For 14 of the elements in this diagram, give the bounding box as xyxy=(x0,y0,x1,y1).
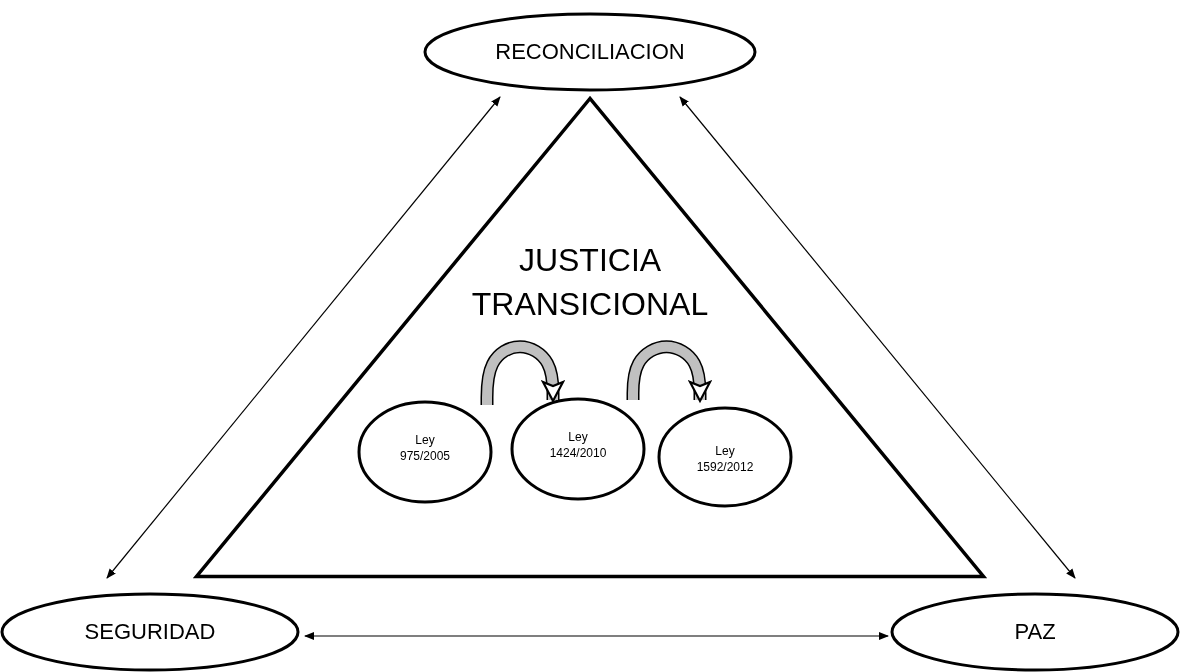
oval-node xyxy=(890,592,1180,672)
oval-node xyxy=(510,397,646,501)
oval-node xyxy=(357,400,493,504)
node-label: PAZ xyxy=(1014,617,1056,646)
oval-node xyxy=(657,406,793,508)
node-label: RECONCILIACION xyxy=(495,37,685,66)
oval-node xyxy=(423,12,757,92)
node-label: Ley 1592/2012 xyxy=(695,444,755,476)
node-label: JUSTICIA TRANSICIONAL xyxy=(470,241,710,324)
node-label: Ley 975/2005 xyxy=(398,433,452,465)
node-label: Ley 1424/2010 xyxy=(548,430,608,462)
oval-node xyxy=(0,592,300,672)
node-label: SEGURIDAD xyxy=(84,617,216,646)
triangle-shape xyxy=(195,97,985,578)
